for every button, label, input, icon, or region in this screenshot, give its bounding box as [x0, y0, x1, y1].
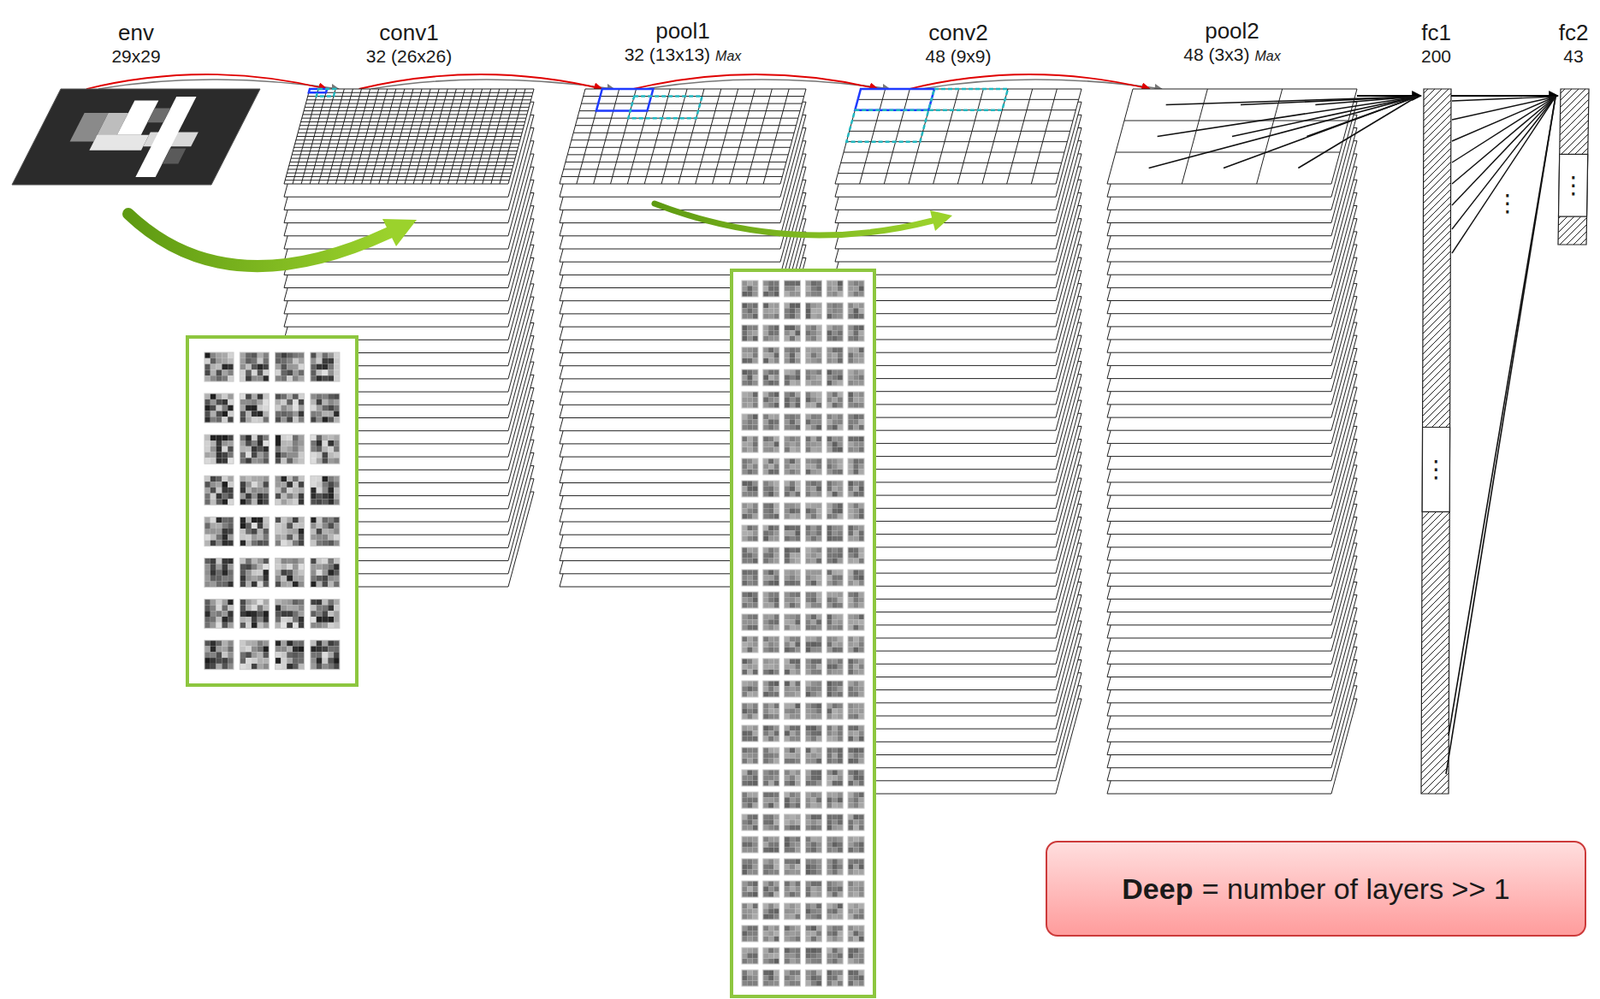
- layer-size: 43: [1563, 46, 1583, 66]
- layer-bar: [1558, 88, 1589, 245]
- callout-box: Deep = number of layers >> 1: [1045, 841, 1587, 937]
- layer-name: fc1: [1421, 19, 1452, 46]
- feature-map-stack: [1107, 88, 1358, 795]
- layer-bar: [1421, 88, 1452, 795]
- layer-size: 48 (9x9): [924, 46, 991, 66]
- layer-heading: env29x29: [111, 19, 160, 67]
- connector: [633, 74, 890, 89]
- ellipsis: ⋮: [1558, 171, 1589, 200]
- layer-size: 48 (3x3): [1183, 44, 1250, 65]
- layer-heading: fc1200: [1421, 19, 1452, 67]
- dense-connections: [1149, 96, 1417, 169]
- connector: [1451, 95, 1559, 97]
- layer-size: 32 (26x26): [366, 45, 452, 67]
- connector: [908, 74, 1162, 89]
- layer-heading: conv132 (26x26): [366, 19, 452, 67]
- layer-name: pool1: [624, 17, 742, 44]
- layer-block: fc243⋮: [1558, 88, 1589, 245]
- green-arrow: [654, 203, 953, 236]
- pool-type: Max: [1254, 48, 1280, 64]
- layer-block: fc1200⋮: [1421, 88, 1452, 795]
- layer-name: pool2: [1183, 17, 1280, 44]
- layer-name: conv1: [366, 19, 452, 46]
- callout-text: Deep = number of layers >> 1: [1061, 871, 1570, 907]
- ellipsis: ⋮: [1495, 189, 1520, 218]
- pool-type: Max: [715, 48, 741, 64]
- layer-size: 43: [1558, 45, 1589, 67]
- layer-size: 48 (9x9): [924, 45, 991, 67]
- layer-size: 200: [1421, 46, 1452, 66]
- layer-size: 48 (3x3)Max: [1183, 43, 1280, 67]
- layer-block: pool248 (3x3)Max: [1107, 88, 1358, 795]
- layer-size: 32 (13x13): [624, 44, 711, 65]
- layer-size: 200: [1421, 45, 1452, 67]
- callout-keyword: Deep: [1121, 872, 1193, 906]
- ellipsis: ⋮: [1424, 455, 1449, 484]
- callout-text: = number of layers >> 1: [1202, 872, 1511, 906]
- layer-heading: fc243: [1558, 19, 1589, 67]
- layer-size: 29x29: [111, 46, 160, 66]
- connector: [1357, 95, 1422, 97]
- layer-block: env29x29: [11, 88, 261, 185]
- layer-name: fc2: [1558, 19, 1589, 46]
- connector: [359, 74, 615, 89]
- connector: [86, 74, 339, 89]
- filter-panel: [731, 270, 875, 997]
- layer-heading: conv248 (9x9): [924, 19, 991, 67]
- layer-name: conv2: [924, 19, 991, 46]
- input-image: [11, 88, 261, 185]
- filter-panel: [187, 337, 357, 686]
- dense-connections: [1445, 96, 1556, 775]
- green-arrow: [128, 213, 417, 267]
- ellipsis: ⋮: [1561, 171, 1586, 200]
- layer-size: 32 (26x26): [366, 46, 452, 66]
- layer-heading: pool248 (3x3)Max: [1183, 17, 1280, 67]
- layer-name: env: [111, 19, 160, 46]
- layer-heading: pool132 (13x13)Max: [624, 17, 742, 67]
- ellipsis: ⋮: [1421, 456, 1452, 484]
- layer-size: 32 (13x13)Max: [624, 43, 742, 67]
- layer-size: 29x29: [111, 45, 160, 67]
